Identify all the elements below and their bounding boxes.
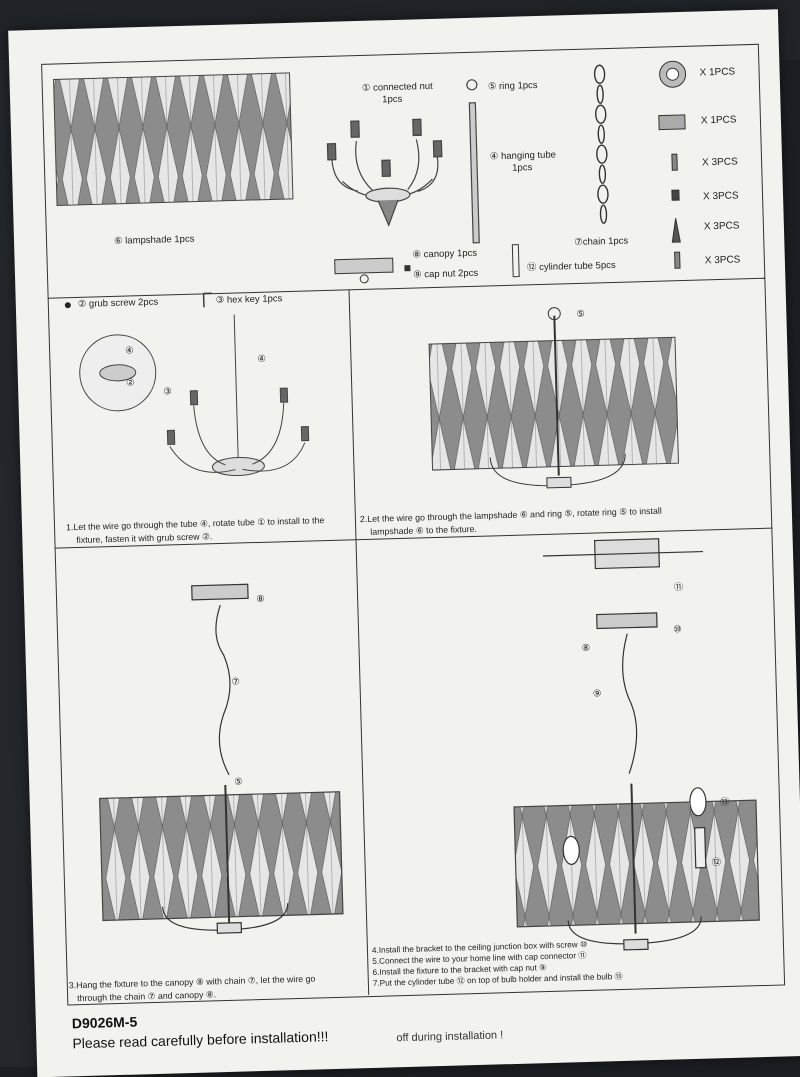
callout-12: ⑫ (711, 857, 722, 869)
callout-4a: ④ (124, 345, 134, 357)
parts-illustrations (53, 60, 760, 951)
hardware-qty-2: X 1PCS (700, 114, 737, 127)
step-4-7-text: 4.Install the bracket to the ceiling jun… (371, 939, 623, 988)
lampshade-label: ⑥ lampshade 1pcs (113, 233, 195, 247)
hex-key-image (202, 292, 212, 308)
hardware-qty-3: X 3PCS (701, 156, 738, 169)
callout-8: ⑧ (255, 593, 265, 606)
grub-screw-image (64, 302, 71, 309)
callout-11: ⑪ (673, 582, 684, 594)
callout-5: ⑤ (576, 308, 585, 320)
callout-8b: ⑧ (581, 642, 591, 654)
step4-illustration (513, 538, 760, 951)
chain-image (593, 64, 609, 224)
callout-2: ② (125, 377, 135, 389)
hardware-images (658, 60, 687, 269)
callout-4b: ④ (257, 353, 267, 365)
ring-and-tube-image (466, 79, 480, 244)
ring-label: ⑤ ring 1pcs (487, 79, 538, 93)
step1-illustration (79, 314, 310, 477)
grub-screw-label: ② grub screw 2pcs (77, 296, 159, 310)
step3-illustration (99, 583, 344, 934)
lampshade-image (53, 72, 294, 206)
hanging-tube-label: ④ hanging tube (489, 149, 557, 163)
model-number: D9026M-5 (71, 1013, 138, 1032)
hardware-qty-6: X 3PCS (704, 254, 741, 267)
callout-5b: ⑤ (234, 776, 243, 788)
hanging-tube-qty: 1pcs (512, 162, 533, 174)
cap-nut-label: ⑨ cap nut 2pcs (412, 267, 479, 281)
hardware-qty-5: X 3PCS (703, 220, 740, 233)
callout-3: ③ (163, 386, 172, 398)
connected-nut-label: ① connected nut (361, 80, 433, 94)
callout-9: ⑨ (592, 688, 602, 700)
hardware-qty-1: X 1PCS (699, 66, 736, 79)
canopy-label: ⑧ canopy 1pcs (412, 247, 478, 261)
instruction-sheet: ① connected nut 1pcs ⑤ ring 1pcs ④ hangi… (8, 9, 800, 1077)
callout-10: ⑩ (672, 624, 682, 636)
connected-nut-qty: 1pcs (382, 93, 403, 106)
hardware-qty-4: X 3PCS (702, 190, 739, 203)
hex-key-label: ③ hex key 1pcs (215, 293, 283, 307)
cylinder-tube-label: ⑫ cylinder tube 5pcs (526, 259, 616, 274)
chain-label: ⑦chain 1pcs (574, 235, 629, 249)
callout-13: ⑬ (719, 796, 730, 809)
step2-illustration (428, 307, 679, 489)
callout-7: ⑦ (231, 676, 241, 688)
chandelier-frame-image (326, 118, 443, 227)
canopy-image (334, 244, 520, 284)
